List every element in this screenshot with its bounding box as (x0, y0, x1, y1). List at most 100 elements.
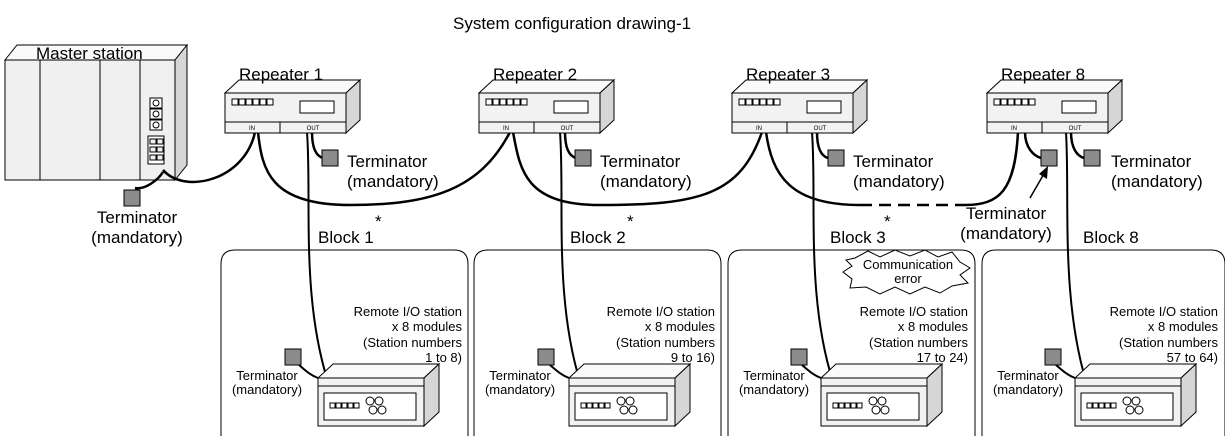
remote-io-station-3 (819, 362, 944, 428)
repeater-2-label: Repeater 2 (493, 65, 578, 84)
error-line-2: error (894, 270, 922, 286)
block-8-station-description: Remote I/O station x 8 modules (Station … (1076, 304, 1218, 365)
repeater-3-terminator-label: Terminator (mandatory) (853, 152, 945, 191)
mandatory-word: (mandatory) (484, 382, 556, 398)
station-line: x 8 modules (897, 319, 968, 335)
port-in-label: IN (249, 126, 255, 132)
block-1-station-description: Remote I/O station x 8 modules (Station … (320, 304, 462, 365)
block-2-terminator-label: Terminator (mandatory) (475, 368, 565, 398)
station-line: Remote I/O station (606, 304, 715, 319)
remote-io-station-8 (1073, 362, 1198, 428)
mandatory-word: (mandatory) (853, 171, 945, 191)
block-2-asterisk: * (627, 212, 634, 231)
repeater-8-label: Repeater 8 (1001, 65, 1086, 84)
block-8-terminator-label: Terminator (mandatory) (983, 368, 1073, 398)
terminator-word: Terminator (347, 152, 428, 171)
terminator-block-1 (284, 348, 302, 366)
terminator-word: Terminator (236, 368, 298, 383)
mandatory-word: (mandatory) (992, 382, 1064, 398)
block-1-terminator-label: Terminator (mandatory) (222, 368, 312, 398)
station-line: x 8 modules (391, 319, 462, 335)
station-line: 9 to 16) (670, 349, 715, 365)
station-line: (Station numbers (1119, 334, 1218, 350)
terminator-word: Terminator (997, 368, 1059, 383)
station-line: 57 to 64) (1166, 349, 1218, 365)
terminator-word: Terminator (743, 368, 805, 383)
repeater-8-in-terminator-label: Terminator (mandatory) (946, 204, 1066, 243)
repeater-2-terminator-label: Terminator (mandatory) (600, 152, 692, 191)
master-station-label: Master station (36, 44, 143, 63)
block-1-frame (220, 249, 469, 436)
block-3-terminator-label: Terminator (mandatory) (729, 368, 819, 398)
block-8-label: Block 8 (1083, 228, 1139, 247)
port-out-label: OUT (1069, 126, 1082, 132)
mandatory-word: (mandatory) (960, 223, 1052, 243)
terminator-word: Terminator (600, 152, 681, 171)
mandatory-word: (mandatory) (347, 171, 439, 191)
port-labels: IN OUT IN OUT IN OUT IN OUT (249, 126, 1082, 132)
mandatory-word: (mandatory) (738, 382, 810, 398)
station-line: Remote I/O station (1109, 304, 1218, 319)
mandatory-word: (mandatory) (600, 171, 692, 191)
station-line: (Station numbers (869, 334, 968, 350)
diagram-title: System configuration drawing-1 (453, 14, 692, 33)
pointer-arrow (1029, 166, 1048, 199)
block-2-frame (473, 249, 722, 436)
terminator-word: Terminator (489, 368, 551, 383)
terminator-repeater-1 (321, 149, 339, 167)
block-1-asterisk: * (375, 212, 382, 231)
terminator-word: Terminator (853, 152, 934, 171)
master-terminator-label: Terminator (mandatory) (77, 208, 197, 247)
station-line: (Station numbers (363, 334, 462, 350)
block-3-frame (727, 249, 976, 436)
repeater-3-label: Repeater 3 (746, 65, 831, 84)
remote-io-station-2 (567, 362, 692, 428)
port-in-label: IN (503, 126, 509, 132)
station-line: x 8 modules (644, 319, 715, 335)
repeater-2 (477, 78, 616, 135)
block-3-station-description: Remote I/O station x 8 modules (Station … (826, 304, 968, 365)
terminator-master (123, 189, 141, 207)
repeater-1 (223, 78, 362, 135)
port-in-label: IN (1011, 126, 1017, 132)
terminator-block-3 (790, 348, 808, 366)
error-line-1: Communication (862, 257, 954, 272)
communication-error-text: Communication error (852, 258, 964, 285)
remote-io-station-1 (316, 362, 441, 428)
terminator-repeater-2 (574, 149, 592, 167)
repeater-8-out-terminator-label: Terminator (mandatory) (1111, 152, 1203, 191)
repeater-8 (985, 78, 1124, 135)
master-station (3, 43, 189, 182)
block-frames (220, 249, 1225, 436)
port-out-label: OUT (561, 126, 574, 132)
block-2-label: Block 2 (570, 228, 626, 247)
terminators (123, 149, 1101, 366)
terminator-word: Terminator (965, 204, 1047, 223)
mandatory-word: (mandatory) (91, 227, 183, 247)
trunk-cable (162, 131, 1020, 207)
mandatory-word: (mandatory) (231, 382, 303, 398)
terminator-word: Terminator (1111, 152, 1192, 171)
station-line: (Station numbers (616, 334, 715, 350)
block-2-station-description: Remote I/O station x 8 modules (Station … (573, 304, 715, 365)
block-3-label: Block 3 (830, 228, 886, 247)
station-line: 17 to 24) (916, 349, 968, 365)
terminator-stubs (134, 131, 1085, 190)
drop-cables (298, 131, 1089, 389)
block-3-asterisk: * (884, 212, 891, 231)
terminator-block-8 (1044, 348, 1062, 366)
port-out-label: OUT (814, 126, 827, 132)
station-line: Remote I/O station (859, 304, 968, 319)
station-line: 1 to 8) (425, 349, 462, 365)
repeater-1-terminator-label: Terminator (mandatory) (347, 152, 439, 191)
communication-error-burst (842, 249, 971, 295)
port-out-label: OUT (307, 126, 320, 132)
block-8-frame (981, 249, 1225, 436)
station-line: Remote I/O station (353, 304, 462, 319)
terminator-repeater-8-in (1040, 149, 1058, 167)
mandatory-word: (mandatory) (1111, 171, 1203, 191)
station-line: x 8 modules (1147, 319, 1218, 335)
terminator-block-2 (537, 348, 555, 366)
